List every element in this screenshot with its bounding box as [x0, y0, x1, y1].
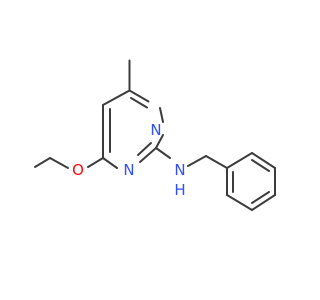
bond-n1-c6	[102, 157, 118, 169]
bond-c4-n3-inner	[130, 97, 148, 109]
bond-c6-o	[87, 157, 104, 168]
molecule-structure: N N O N H	[34, 59, 276, 211]
bond-ph-5-6	[251, 152, 276, 169]
bond-nh-ch2	[187, 155, 207, 167]
bond-c2-n1-inner	[137, 142, 152, 156]
bond-n3-c2	[155, 134, 164, 149]
atom-nh-hydrogen: H	[174, 181, 185, 199]
bond-ch2-ch3	[34, 157, 51, 168]
bond-ph-2-3	[226, 194, 253, 211]
bond-c5-c4	[102, 89, 131, 106]
atom-nh-amine: N	[174, 161, 185, 179]
atom-n-ring-bottom: N	[123, 161, 134, 179]
atom-o-ether: O	[72, 161, 84, 179]
bond-ph-inner-c	[251, 159, 270, 172]
bond-c4-n3	[128, 89, 150, 103]
bond-n3-c4-ring	[159, 107, 164, 123]
atom-n-ring-top: N	[150, 121, 161, 139]
bond-o-ch2	[49, 157, 69, 169]
structure-svg: N N O N H	[34, 59, 276, 211]
bond-ph-inner-b	[251, 191, 270, 204]
bond-c2-nh	[155, 147, 171, 159]
bond-c2-n1	[139, 147, 157, 163]
bond-ph-6-1	[226, 152, 253, 169]
bond-ch2-ph	[205, 155, 228, 169]
bond-ph-3-4	[251, 194, 276, 211]
